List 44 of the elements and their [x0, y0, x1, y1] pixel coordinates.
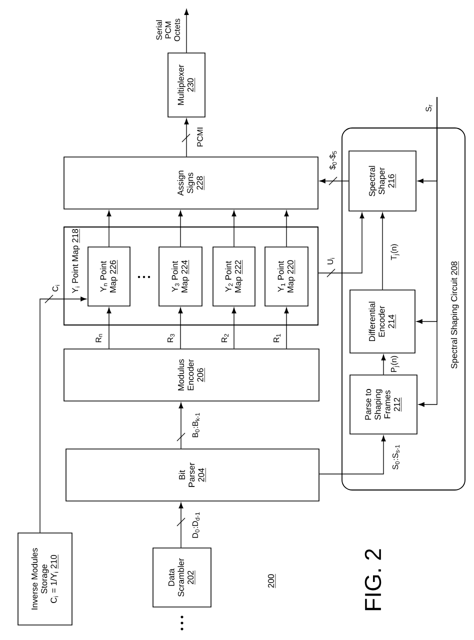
process-box: Bit Parser 204 — [66, 448, 320, 502]
arrow — [232, 210, 236, 247]
process-box: Assign Signs 228 — [64, 156, 318, 210]
edge-label: D$_{0}$:D$_{d-1}$ — [192, 512, 200, 538]
arrow — [178, 502, 184, 548]
edge-label: R$_{2}$ — [222, 334, 228, 342]
edge-label: S$_{r}$ — [426, 104, 432, 112]
arrow — [319, 436, 386, 474]
edge-label: Serial PCM Octets — [156, 18, 180, 42]
process-box: Parse to Shaping Frames 212 — [350, 374, 418, 434]
edge-label: S$_{0}$:S$_{s-1}$ — [392, 445, 400, 470]
arrow — [380, 212, 385, 290]
process-box: Differential Encoder 214 — [350, 290, 416, 354]
arrow — [106, 210, 112, 247]
edge-label: C$_{i}$ — [52, 285, 60, 292]
edge-label: U$_{i}$ — [327, 258, 335, 264]
process-box: Multiplexer 230 — [168, 52, 206, 118]
arrow — [184, 9, 189, 53]
arrow — [40, 296, 86, 533]
edge-label: T$_{j}$(n) — [390, 244, 400, 260]
edge-label: B$_{0}$:B$_{k-1}$ — [192, 413, 200, 438]
process-box: Modulus Encoder 206 — [64, 348, 320, 402]
edge-label: R$_{n}$ — [96, 334, 102, 342]
edge-label: PCMI — [197, 128, 203, 146]
arrow — [418, 96, 438, 407]
arrow — [284, 308, 289, 349]
edge-label: R$_{3}$ — [168, 334, 174, 342]
arrow — [232, 308, 236, 349]
arrow — [184, 118, 189, 157]
reference-number: 200 — [268, 574, 276, 588]
process-box: Data Scrambler 202 — [152, 548, 212, 608]
arrow — [178, 402, 184, 449]
arrow — [106, 308, 112, 349]
arrow — [178, 210, 183, 247]
arrow — [318, 212, 364, 274]
edge-label: $$_{0}$-$$_{5}$ — [329, 151, 337, 170]
arrow — [178, 308, 183, 349]
process-box: Spectral Shaper 216 — [348, 150, 416, 212]
figure-caption: FIG. 2 — [364, 549, 382, 610]
arrow — [284, 210, 289, 247]
arrow — [320, 178, 349, 184]
edge-label: P$_{j}$(n) — [390, 356, 400, 372]
arrow — [381, 354, 386, 375]
edge-label: R$_{1}$ — [274, 334, 280, 342]
